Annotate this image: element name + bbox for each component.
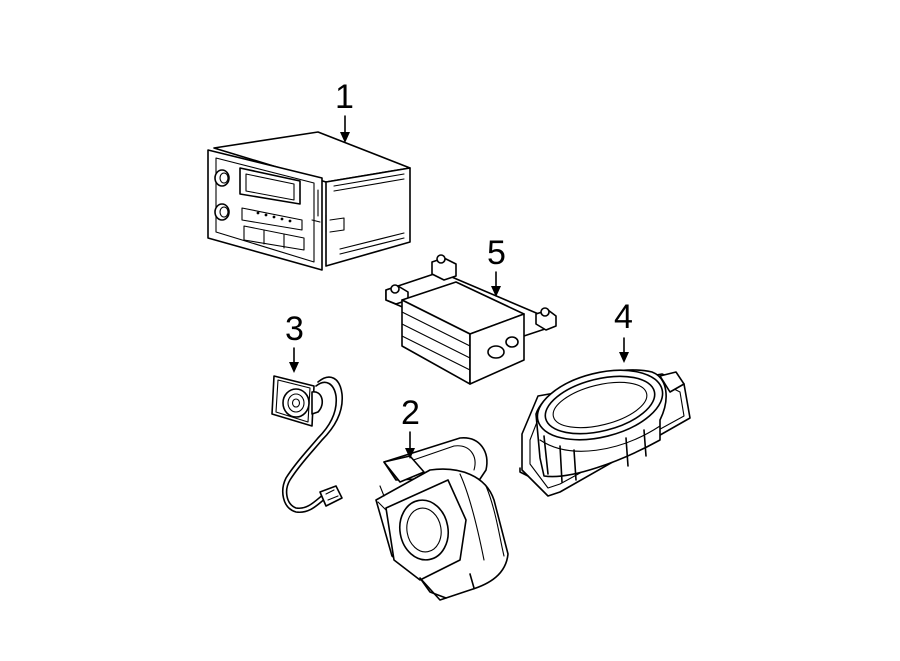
- rear-speaker[interactable]: [519, 358, 691, 497]
- arrow-head-4: [619, 352, 629, 363]
- arrow-head-5: [491, 286, 501, 297]
- amplifier-module[interactable]: [385, 254, 557, 385]
- callout-2: 2: [401, 394, 420, 459]
- arrow-head-2: [405, 448, 415, 459]
- callout-3: 3: [285, 310, 304, 373]
- tweeter-speaker[interactable]: [271, 375, 343, 514]
- callout-number-4: 4: [614, 298, 633, 336]
- callout-4: 4: [614, 298, 633, 363]
- callout-number-2: 2: [401, 394, 420, 432]
- callout-number-5: 5: [487, 234, 506, 272]
- callout-5: 5: [487, 234, 506, 297]
- door-speaker[interactable]: [375, 437, 509, 601]
- arrow-head-3: [289, 362, 299, 373]
- callout-number-1: 1: [335, 78, 354, 116]
- arrow-head-1: [340, 132, 350, 143]
- radio-receiver[interactable]: [207, 131, 411, 271]
- callout-number-3: 3: [285, 310, 304, 348]
- callout-1: 1: [335, 78, 354, 143]
